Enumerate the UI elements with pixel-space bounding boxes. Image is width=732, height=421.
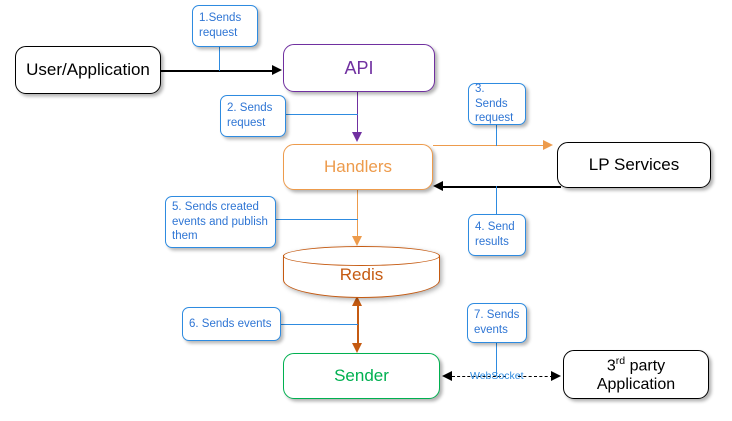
arrowhead-thirdparty-to-sender [442, 370, 452, 381]
note-4-label: 4. Send results [475, 221, 515, 248]
redis-cylinder-top [283, 246, 440, 266]
node-redis-label: Redis [339, 265, 384, 284]
arrowhead-handlers-to-redis [352, 236, 362, 246]
edge-redis-sender [357, 302, 359, 346]
third-party-superscript: rd [615, 354, 626, 367]
node-lp-services-label: LP Services [588, 155, 680, 175]
websocket-edge-label: WebSocket [470, 370, 524, 382]
node-redis[interactable]: Redis [283, 246, 440, 298]
node-handlers-label: Handlers [323, 157, 393, 177]
edge-sender-thirdparty-right [518, 376, 553, 377]
note-5-label: 5. Sends created events and publish them [172, 200, 268, 243]
edge-sender-thirdparty-left [452, 376, 506, 377]
node-handlers[interactable]: Handlers [283, 144, 433, 190]
note-2-sends-request[interactable]: 2. Sends request [220, 95, 286, 137]
node-third-party-application[interactable]: 3rd party Application [563, 350, 709, 399]
node-api[interactable]: API [283, 44, 435, 92]
third-party-prefix: 3 [606, 357, 616, 375]
note-3-label: 3. Sends request [475, 82, 514, 125]
arrowhead-sender-to-redis [352, 296, 362, 306]
note-1-label: 1.Sends request [199, 12, 242, 39]
note-6-sends-events[interactable]: 6. Sends events [182, 307, 281, 341]
note-6-label: 6. Sends events [189, 317, 272, 330]
node-lp-services[interactable]: LP Services [557, 142, 711, 188]
leader-note-5 [275, 219, 358, 220]
note-4-send-results[interactable]: 4. Send results [468, 214, 526, 256]
arrowhead-redis-to-sender [352, 343, 362, 353]
node-third-party-application-label: 3rd party Application [564, 355, 708, 394]
edge-user-to-api [160, 70, 276, 72]
node-user-application[interactable]: User/Application [15, 46, 161, 94]
edge-handlers-to-lpservices [433, 145, 545, 146]
leader-note-6 [281, 324, 358, 325]
edge-api-to-handlers [357, 92, 358, 134]
node-user-application-label: User/Application [26, 60, 150, 80]
note-1-sends-request[interactable]: 1.Sends request [192, 5, 258, 47]
arrowhead-user-to-api [272, 64, 282, 75]
arrowhead-handlers-to-lpservices [543, 139, 553, 150]
arrowhead-sender-to-thirdparty [551, 370, 561, 381]
note-2-label: 2. Sends request [227, 102, 273, 129]
third-party-line2: Application [596, 375, 676, 393]
leader-note-1 [219, 47, 220, 71]
leader-note-4 [496, 186, 497, 215]
leader-note-2 [285, 114, 358, 115]
note-5-sends-created-events[interactable]: 5. Sends created events and publish them [165, 196, 276, 248]
note-7-sends-events[interactable]: 7. Sends events [467, 303, 527, 343]
node-sender-label: Sender [334, 366, 389, 386]
leader-note-3 [496, 125, 497, 146]
arrowhead-api-to-handlers [352, 132, 362, 142]
note-7-label: 7. Sends events [474, 309, 520, 336]
arrowhead-lpservices-to-handlers [433, 180, 443, 191]
third-party-rest: party [625, 357, 666, 375]
note-3-sends-request[interactable]: 3. Sends request [468, 83, 526, 125]
leader-note-7 [496, 343, 497, 376]
edge-lpservices-to-handlers [443, 186, 561, 188]
node-api-label: API [344, 57, 374, 78]
node-sender[interactable]: Sender [283, 353, 440, 399]
edge-handlers-to-redis [357, 190, 358, 238]
